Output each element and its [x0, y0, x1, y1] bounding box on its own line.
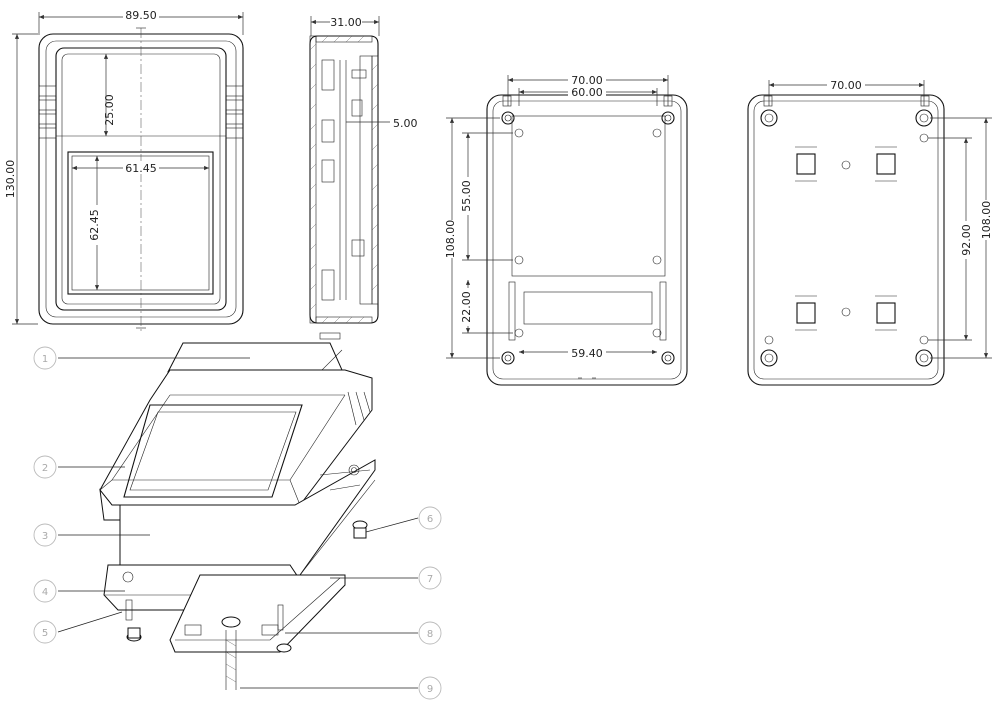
svg-text:4: 4	[42, 587, 48, 598]
svg-text:2: 2	[42, 463, 48, 474]
svg-text:1: 1	[42, 354, 48, 365]
svg-text:9: 9	[427, 684, 433, 695]
side-ribs-right	[225, 85, 244, 139]
callout-1: 1	[33, 346, 57, 370]
callout-2: 2	[33, 455, 57, 479]
callout-8: 8	[418, 621, 442, 645]
callout-3: 3	[33, 523, 57, 547]
callouts: 1 2 3 4 5 6 7 8 9	[33, 346, 442, 700]
svg-text:5: 5	[42, 628, 48, 639]
screws	[125, 520, 368, 690]
callout-9: 9	[418, 676, 442, 700]
side-view: 31.00 5.00	[309, 15, 418, 340]
bracket-height-dim: 108.00	[980, 201, 993, 240]
base-lower-pitch-dim: 22.00	[460, 291, 473, 323]
side-depth-dim: 31.00	[330, 16, 362, 29]
bracket-square-cutouts	[795, 146, 897, 331]
bracket-holes	[760, 109, 933, 367]
base-view: 70.00 60.00	[443, 73, 688, 386]
svg-text:6: 6	[427, 514, 433, 525]
side-wall-dim: 5.00	[393, 117, 418, 130]
bracket-view: 70.00 108.00	[747, 78, 993, 386]
svg-text:3: 3	[42, 531, 48, 542]
bracket-span-dim: 70.00	[830, 79, 862, 92]
mount-holes	[501, 111, 675, 365]
section-hatching	[309, 35, 379, 324]
part-7-bracket	[169, 574, 346, 653]
base-inner-span-dim: 60.00	[571, 86, 603, 99]
svg-text:8: 8	[427, 629, 433, 640]
exploded-view	[57, 342, 419, 690]
front-view: 89.50 130.00 25.00 61.45 62.45	[4, 8, 244, 332]
callout-6: 6	[418, 506, 442, 530]
front-height-dim: 130.00	[4, 160, 17, 199]
base-outer-span-dim: 70.00	[571, 74, 603, 87]
base-slot-span-dim: 59.40	[571, 347, 603, 360]
front-window-width-dim: 61.45	[125, 162, 157, 175]
callout-4: 4	[33, 579, 57, 603]
callout-7: 7	[418, 566, 442, 590]
side-ribs-left	[38, 85, 57, 139]
front-width-dim: 89.50	[125, 9, 157, 22]
base-height-dim: 108.00	[444, 220, 457, 259]
base-upper-pitch-dim: 55.00	[460, 180, 473, 212]
front-window-height-dim: 62.45	[88, 209, 101, 241]
svg-text:7: 7	[427, 574, 433, 585]
callout-5: 5	[33, 620, 57, 644]
front-top-offset-dim: 25.00	[103, 94, 116, 126]
bracket-pitch-dim: 92.00	[960, 224, 973, 256]
